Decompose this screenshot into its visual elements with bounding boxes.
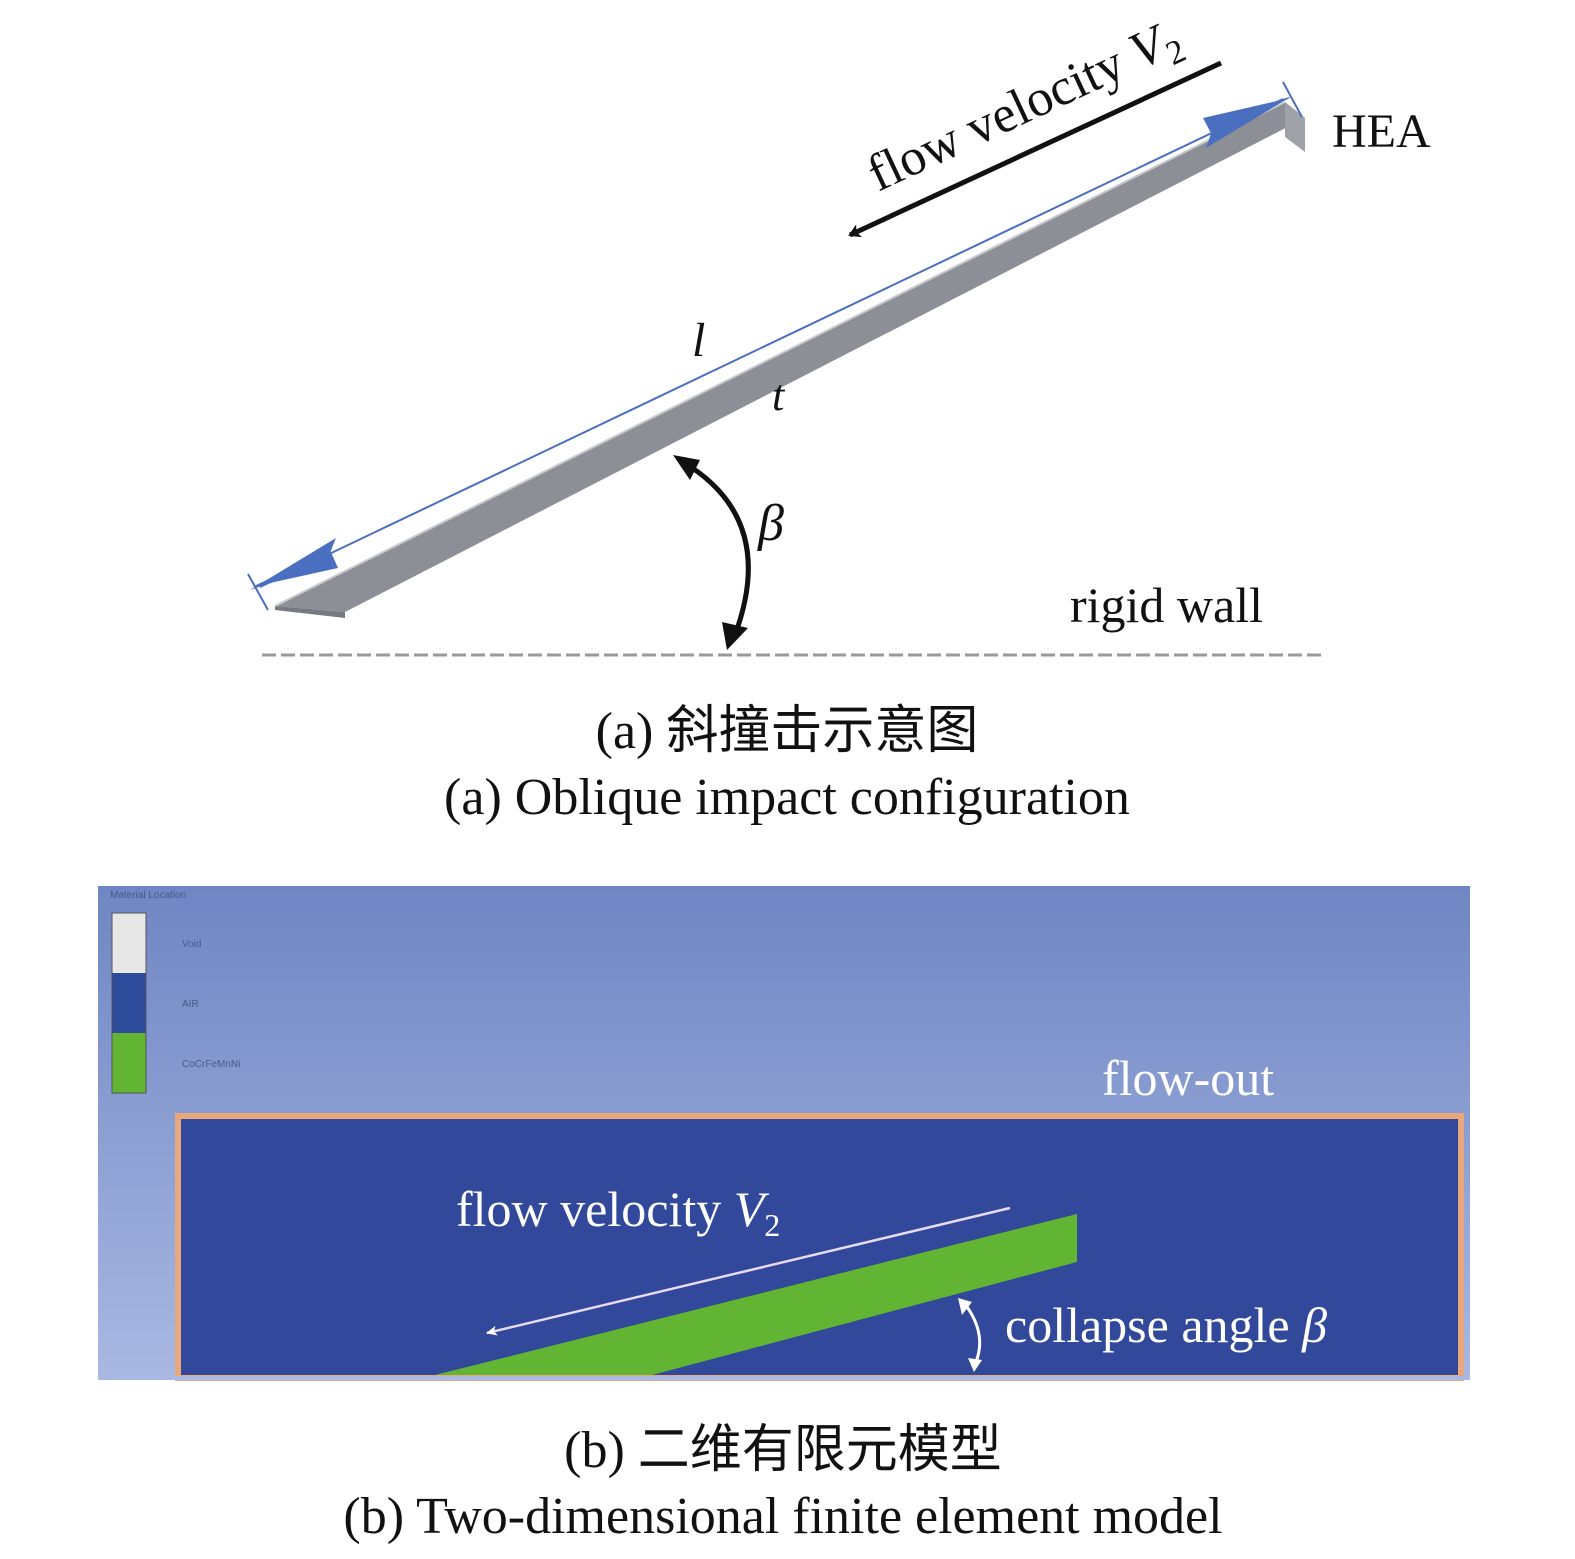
legend-title: Material Location xyxy=(110,890,186,901)
angle-symbol: β xyxy=(757,495,784,552)
collapse-angle-arc xyxy=(958,1298,982,1372)
flow-velocity-arrow-2d xyxy=(486,1206,1011,1336)
caption-a-en: (a) Oblique impact configuration xyxy=(444,769,1130,826)
legend-label-void: Void xyxy=(182,939,201,950)
rigid-wall-label: rigid wall xyxy=(1070,577,1263,633)
hea-label: HEA xyxy=(1332,105,1431,158)
length-symbol: l xyxy=(692,314,705,367)
legend-label-air: AIR xyxy=(182,999,199,1010)
legend-swatch-hea xyxy=(112,1033,146,1093)
caption-a-cn: (a) 斜撞击示意图 xyxy=(596,703,979,760)
panel-b: Material Location Void AIR CoCrFeMnNi fl… xyxy=(98,886,1470,1545)
length-dimension xyxy=(247,81,1303,611)
flow-velocity-label-2d: flow velocity V2 xyxy=(456,1181,780,1243)
flow-out-label: flow-out xyxy=(1102,1050,1274,1106)
legend-swatch-air xyxy=(112,973,146,1033)
air-domain xyxy=(175,1113,1464,1381)
panel-a: flow velocity V2 HEA l t β rigid wall (a… xyxy=(247,14,1431,826)
flow-velocity-arrow xyxy=(848,60,1223,238)
collapse-angle-label: collapse angle β xyxy=(1005,1297,1327,1353)
thickness-symbol: t xyxy=(772,371,786,420)
legend-label-hea: CoCrFeMnNi xyxy=(182,1059,240,1070)
angle-arc xyxy=(673,455,751,650)
caption-b-en: (b) Two-dimensional finite element model xyxy=(343,1488,1222,1545)
caption-b-cn: (b) 二维有限元模型 xyxy=(564,1422,1002,1479)
legend-swatch-void xyxy=(112,913,146,973)
hea-plate xyxy=(274,101,1305,618)
hea-plate-2d xyxy=(435,1214,1077,1375)
material-legend: Material Location Void AIR CoCrFeMnNi xyxy=(110,890,240,1094)
